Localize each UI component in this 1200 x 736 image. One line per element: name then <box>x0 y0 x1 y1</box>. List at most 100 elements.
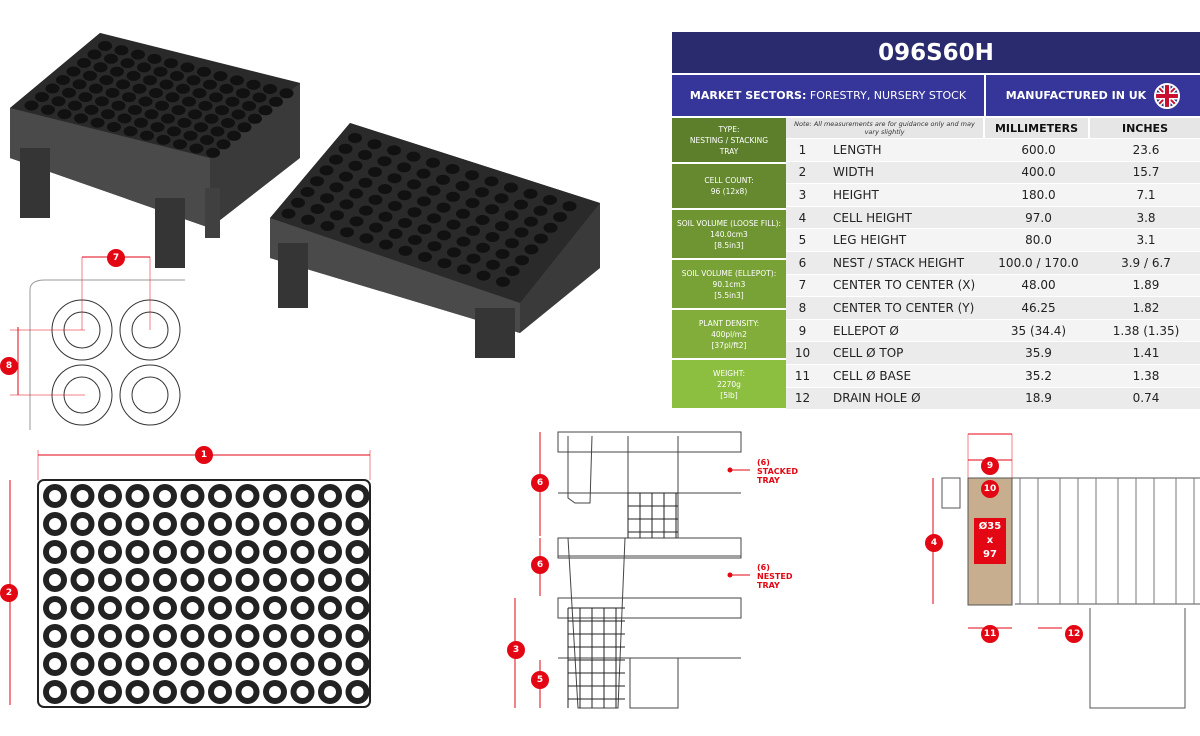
tray-cell <box>242 101 256 111</box>
tray-cell <box>147 53 162 64</box>
tray-cell <box>485 232 500 242</box>
tray-cell <box>348 133 362 143</box>
drain-hole <box>296 490 309 502</box>
tray-cell <box>475 215 490 225</box>
tray-cell <box>132 83 147 94</box>
cell-mm: 80.0 <box>1025 233 1052 248</box>
dimension-marker: 6 <box>531 474 549 492</box>
cell-n: 8 <box>798 300 807 315</box>
tray-cell <box>426 157 440 168</box>
tray-cell <box>170 71 184 81</box>
dimension-marker: 2 <box>0 584 18 602</box>
cell-hole <box>131 376 169 414</box>
tray-cell <box>122 92 136 103</box>
dimension-marker: 11 <box>981 625 999 643</box>
tray-cell <box>348 160 363 171</box>
drain-hole <box>159 658 171 670</box>
drain-hole <box>49 686 61 698</box>
tray-cell <box>180 62 195 73</box>
tray-cell <box>447 247 461 258</box>
cell-mm: 48.00 <box>1021 278 1056 293</box>
cell-l: CELL Ø BASE <box>833 368 912 383</box>
drain-hole <box>49 546 61 558</box>
tray-cell <box>427 213 441 224</box>
tray-cell <box>359 205 373 216</box>
drain-hole <box>214 602 226 614</box>
tray-photo-2 <box>270 123 600 358</box>
tray-cell <box>340 227 354 238</box>
cell-l: CENTER TO CENTER (X) <box>833 278 976 293</box>
tray-cell <box>153 66 168 77</box>
drain-hole <box>76 574 89 586</box>
drain-hole <box>76 686 89 698</box>
drain-hole <box>131 602 144 614</box>
ellepot-x: x <box>986 535 994 546</box>
tray-cell <box>219 83 234 94</box>
tray-cell <box>358 150 372 160</box>
tray-cell <box>215 105 229 116</box>
tray-cell <box>320 221 335 231</box>
tray-cell <box>465 198 480 208</box>
spec-summary-v: 2270g <box>717 379 741 389</box>
tray-cell <box>203 79 217 90</box>
tray-cell <box>359 233 374 244</box>
drain-hole <box>159 574 171 586</box>
tray-cell <box>164 58 178 69</box>
tray-cell <box>476 270 491 281</box>
tray-cell <box>514 199 528 210</box>
tray-cell <box>524 244 539 255</box>
tray-cell <box>104 53 118 64</box>
spec-summary-v2: [5lb] <box>720 390 738 400</box>
tray-cell <box>90 117 105 128</box>
tray-cell <box>330 210 344 221</box>
cell-wall <box>1193 478 1195 604</box>
cell-in: 1.38 (1.35) <box>1112 323 1180 338</box>
tray-cell <box>126 70 141 81</box>
drain-hole <box>324 546 336 558</box>
cell-n: 11 <box>794 368 811 383</box>
tray-cell <box>248 113 262 124</box>
drain-hole <box>296 602 309 614</box>
drain-hole <box>76 658 89 670</box>
dimension-marker: 3 <box>507 641 525 659</box>
drain-hole <box>296 574 309 586</box>
col-millimeters: MILLIMETERS <box>985 118 1090 138</box>
tray-cell <box>161 113 175 124</box>
tray-cell <box>117 113 132 124</box>
tray-cell <box>227 130 241 141</box>
drain-hole <box>296 658 309 670</box>
drain-hole <box>76 546 89 558</box>
tray-cell <box>368 194 383 205</box>
dimension-marker: 12 <box>1065 625 1083 643</box>
tray-cell <box>24 100 39 111</box>
tray-cell <box>495 249 510 259</box>
tray-cell <box>128 105 142 115</box>
tray-cell <box>200 135 214 145</box>
tray-cell <box>397 162 411 173</box>
tray-cell <box>225 96 240 107</box>
drain-hole <box>324 630 336 642</box>
nested-count: (6) <box>757 563 770 572</box>
tray-cell <box>455 181 470 191</box>
drain-hole <box>269 490 281 502</box>
dimension-marker: 10 <box>981 480 999 498</box>
dimension-marker: 5 <box>531 671 549 689</box>
drain-hole <box>186 574 199 586</box>
drain-hole <box>269 686 281 698</box>
top-view-drawing <box>9 450 371 708</box>
tray-cell <box>62 87 76 98</box>
drain-hole <box>296 546 309 558</box>
tray-cell <box>378 211 393 222</box>
drain-hole <box>241 546 254 558</box>
ellepot-height: 97 <box>983 549 997 560</box>
tray-cell <box>398 245 413 256</box>
spec-summary-t: SOIL VOLUME (LOOSE FILL): <box>676 218 782 228</box>
tray-cell <box>358 177 373 188</box>
drain-hole <box>269 546 281 558</box>
ellepot-diameter: Ø35 <box>978 521 1002 532</box>
